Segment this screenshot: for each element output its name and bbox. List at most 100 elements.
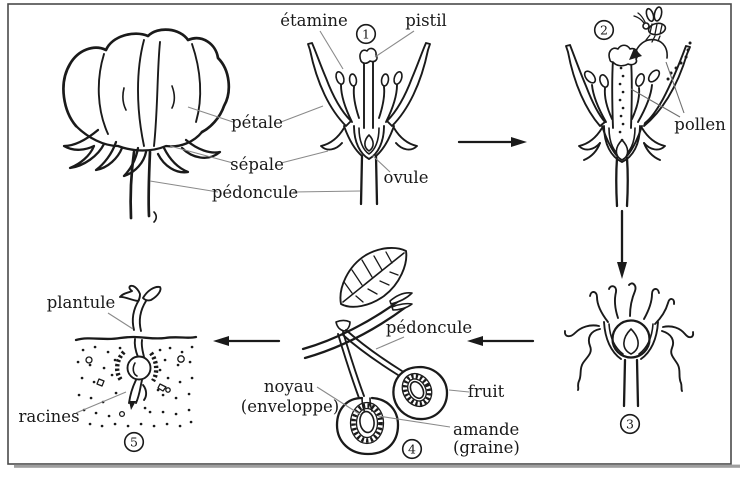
anther xyxy=(647,69,661,83)
germination-illustration xyxy=(74,284,198,428)
stem-tick xyxy=(153,211,158,223)
step-circle xyxy=(619,413,641,435)
arrow-head xyxy=(617,262,627,279)
almond-left xyxy=(359,410,375,434)
sepal-hook-right xyxy=(641,127,666,151)
stamen-filament xyxy=(378,86,386,119)
cotyledon-shell-left xyxy=(115,350,126,382)
bee-wing xyxy=(645,7,655,23)
fruit-illustration xyxy=(301,247,449,456)
ovary-outer xyxy=(353,125,385,160)
petal-horn-left xyxy=(565,44,606,127)
bee-head xyxy=(642,22,650,30)
fertilized-flower-illustration xyxy=(563,282,695,408)
petal-fold xyxy=(137,39,145,147)
pollen-label: pollen xyxy=(674,115,726,134)
fruit-label: fruit xyxy=(468,382,505,401)
receptacle-cup xyxy=(603,321,659,360)
soil-pebble xyxy=(165,387,171,393)
wilted-petal xyxy=(661,330,683,392)
wilted-stamen xyxy=(628,282,637,317)
leader-line xyxy=(107,312,134,330)
seed-body xyxy=(126,355,152,381)
almond-right xyxy=(409,380,425,400)
step-number: 4 xyxy=(408,442,416,457)
leader-line xyxy=(169,145,234,164)
stamen-filament xyxy=(603,87,613,120)
wilted-stamen xyxy=(589,291,609,323)
stamen-filament xyxy=(591,84,607,123)
pedoncule-fruit-label: pédoncule xyxy=(386,318,472,337)
stone-outer xyxy=(401,372,433,408)
stone-inner xyxy=(407,378,427,402)
rootlet xyxy=(142,384,148,401)
anther xyxy=(348,73,358,87)
petale-label: pétale xyxy=(231,113,283,132)
arrow-left-icon-upper xyxy=(467,336,535,346)
wilted-stamen xyxy=(608,285,619,319)
pollination-illustration xyxy=(565,6,692,208)
pollen-tube-dots xyxy=(618,66,625,142)
step-circle xyxy=(123,431,145,453)
step-badge-3: 3 xyxy=(619,413,641,435)
cherry-stem-right xyxy=(342,329,403,376)
stamen-filament xyxy=(637,84,653,123)
stamen-filament xyxy=(385,84,398,123)
leader-line xyxy=(316,386,362,416)
pistil-column xyxy=(363,59,374,129)
plantule-label: plantule xyxy=(47,293,116,312)
stem xyxy=(622,358,640,408)
root-tip xyxy=(129,401,136,410)
seed-shape xyxy=(623,328,639,355)
stigma xyxy=(608,44,639,67)
stigma xyxy=(359,47,378,65)
bee-stripes xyxy=(649,23,663,35)
stone-shell xyxy=(402,374,432,406)
stage-5-labels: plantule racines 5 xyxy=(18,293,145,453)
petal-horn-right xyxy=(643,45,691,127)
leader-line xyxy=(371,154,391,173)
branch-bud xyxy=(389,292,413,305)
ovule-label: ovule xyxy=(384,168,429,187)
arrow-head xyxy=(467,336,483,346)
anther xyxy=(583,70,597,84)
closed-flower-labels: pétale sépale pédoncule xyxy=(149,105,361,202)
wilted-petal xyxy=(577,328,601,391)
leader-line xyxy=(375,336,405,350)
stage-2-labels: pollen 2 xyxy=(593,19,726,134)
sepal xyxy=(156,146,190,174)
wilted-petal xyxy=(563,324,600,338)
swollen-ovary xyxy=(611,319,651,359)
sepal-left xyxy=(62,128,106,170)
petal-horn-left xyxy=(307,42,352,127)
step-number: 2 xyxy=(600,23,608,38)
etamine-label: étamine xyxy=(280,11,348,30)
leader-line xyxy=(149,180,219,193)
leaf-veins xyxy=(343,251,399,303)
arrow-down-icon xyxy=(617,209,627,279)
arrow-right-icon xyxy=(457,137,527,147)
sepal-hook-right xyxy=(393,127,418,151)
bee-antennae xyxy=(633,12,646,24)
soil-pebble xyxy=(157,383,167,392)
wilted-stamen xyxy=(643,288,660,320)
seed-curl xyxy=(132,362,138,377)
step-circle xyxy=(401,438,423,460)
soil-pebble xyxy=(118,410,126,418)
anther xyxy=(380,73,390,87)
petal-base xyxy=(74,124,204,152)
cotyledon-shell-right xyxy=(149,351,159,383)
leader-line xyxy=(280,105,324,123)
sepal xyxy=(94,140,124,172)
leader-line xyxy=(665,61,685,114)
stem xyxy=(359,154,379,206)
noyau-label: noyau xyxy=(264,377,315,396)
wilted-stamen xyxy=(654,298,676,325)
receptacle xyxy=(343,125,395,157)
step-circle xyxy=(355,23,377,45)
seedling-leaf-left xyxy=(119,284,141,302)
bee-icon xyxy=(633,6,667,43)
stamen-filament xyxy=(631,87,641,120)
sepal-right xyxy=(180,138,222,159)
soil-pebble xyxy=(96,378,105,387)
